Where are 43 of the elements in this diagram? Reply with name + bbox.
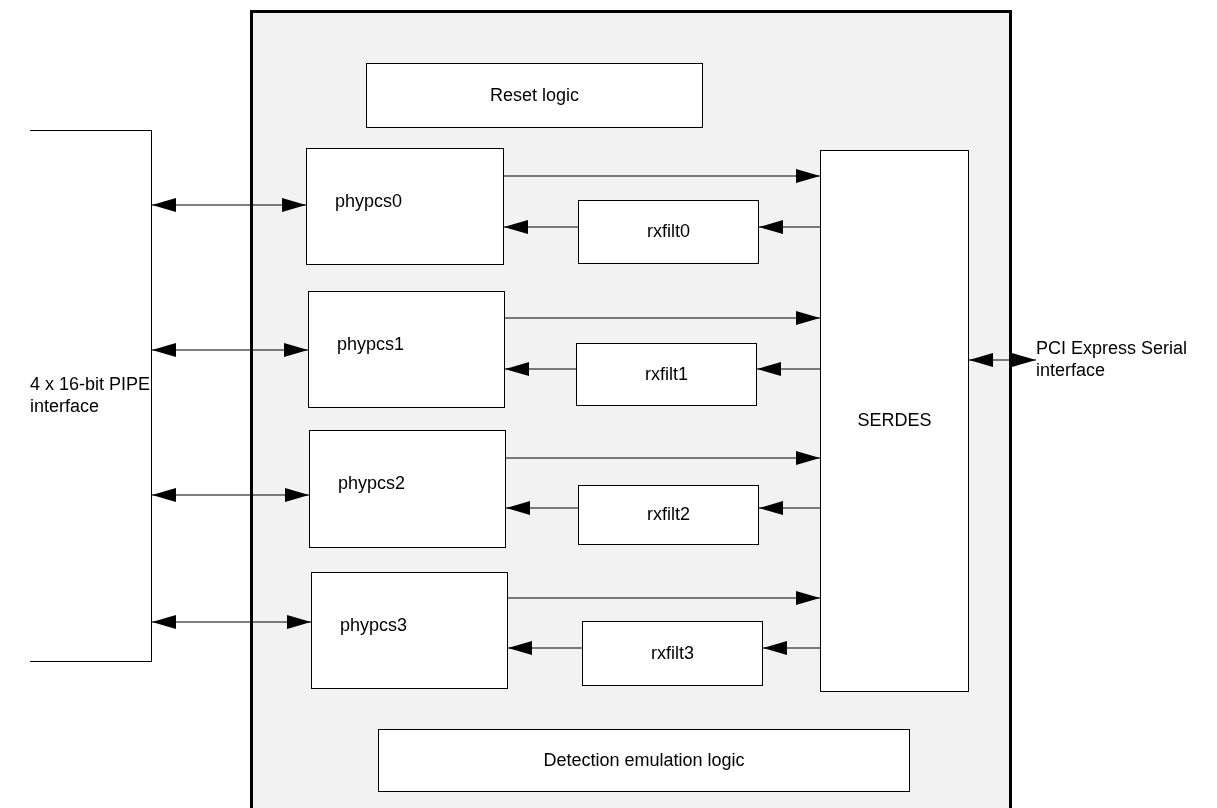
arrow — [507, 641, 583, 655]
arrow — [968, 353, 1037, 367]
arrow — [151, 343, 309, 357]
arrow — [503, 169, 821, 183]
logic-block — [378, 729, 910, 792]
arrow — [503, 220, 579, 234]
block-label: rxfilt0 — [647, 221, 690, 243]
logic-block — [576, 343, 757, 406]
arrow — [505, 451, 821, 465]
arrow — [507, 591, 821, 605]
arrow — [762, 641, 821, 655]
logic-block — [582, 621, 763, 686]
block-label: SERDES — [857, 410, 932, 432]
block-label: phypcs0 — [335, 190, 403, 213]
logic-block — [578, 200, 759, 264]
logic-block — [366, 63, 703, 128]
block-label: phypcs1 — [337, 333, 405, 356]
arrow — [758, 220, 821, 234]
arrow — [504, 311, 821, 325]
block-label: rxfilt3 — [651, 642, 694, 665]
logic-block — [311, 572, 508, 689]
arrow — [151, 198, 307, 212]
interface-bracket — [30, 130, 152, 662]
logic-block — [820, 150, 969, 692]
block-label: Reset logic — [489, 84, 579, 107]
logic-block — [309, 430, 506, 548]
arrow — [151, 615, 312, 629]
arrow — [758, 501, 821, 515]
block-label: phypcs3 — [340, 614, 408, 637]
arrow — [505, 501, 579, 515]
block-label: Detection emulation logic — [543, 749, 745, 772]
interface-label: 4 x 16-bit PIPE interface — [30, 374, 151, 416]
logic-block — [578, 485, 759, 545]
chip-boundary — [250, 10, 1012, 808]
arrow — [151, 488, 310, 502]
arrow — [504, 362, 577, 376]
block-label: rxfilt2 — [647, 504, 690, 526]
arrow — [756, 362, 821, 376]
logic-block — [308, 291, 505, 408]
block-label: rxfilt1 — [645, 363, 688, 386]
block-label: phypcs2 — [338, 473, 406, 495]
logic-block — [306, 148, 504, 265]
interface-label: PCI Express Serial interface — [1036, 338, 1189, 382]
